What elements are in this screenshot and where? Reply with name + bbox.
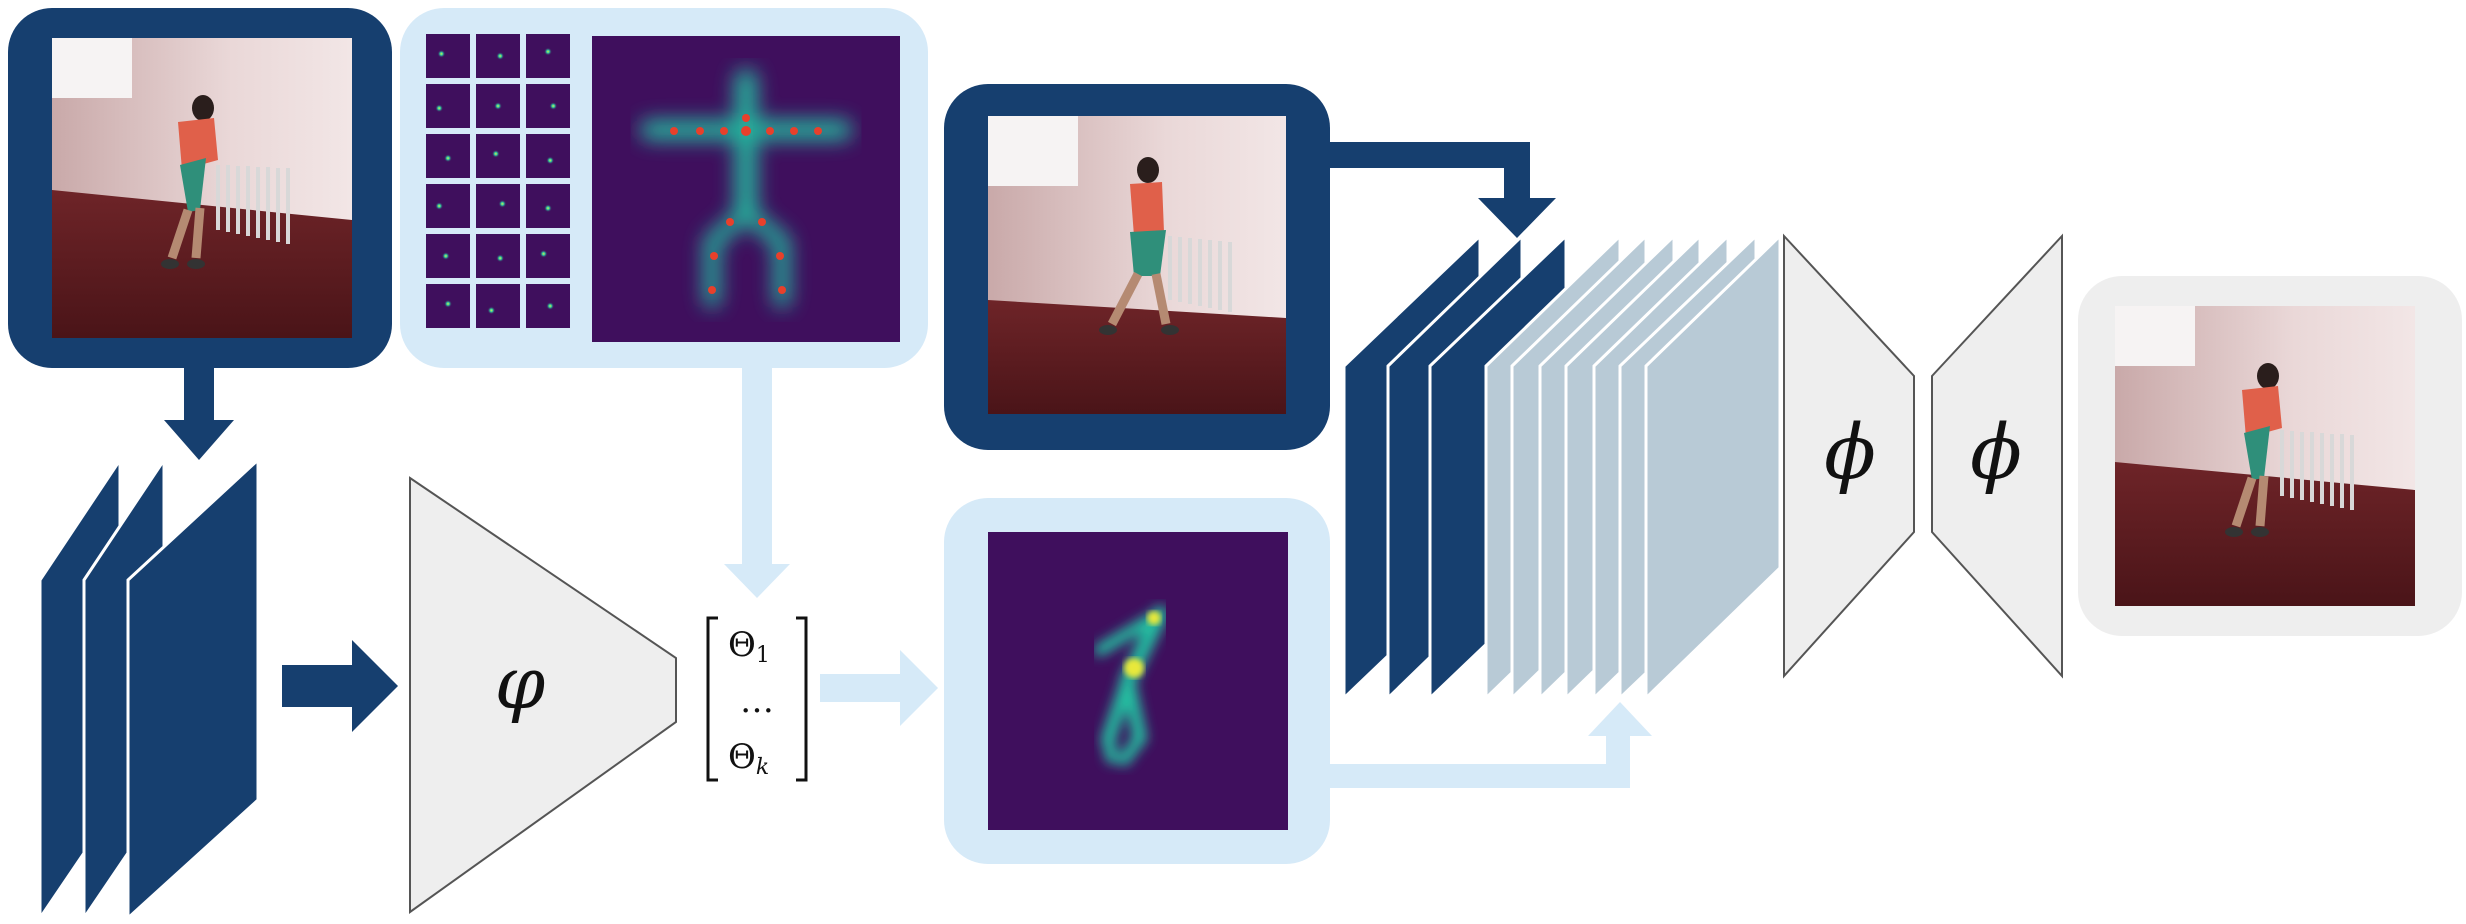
joint-heatmap-cell xyxy=(426,34,470,78)
joint-heatmap-peak xyxy=(496,254,505,263)
encoder-symbol: φ xyxy=(495,641,546,725)
joint-heatmap-cell xyxy=(476,284,520,328)
joint-heatmap-peak xyxy=(546,302,555,310)
joint-heatmap-peak xyxy=(544,47,552,56)
encoder-shape xyxy=(409,476,677,914)
decoder-shape-left xyxy=(1783,233,1915,679)
joint-heatmap-cell xyxy=(526,234,570,278)
rendered-heatmap xyxy=(988,532,1288,830)
theta-first: Θ1 xyxy=(728,625,770,668)
joint-heatmap-peak xyxy=(494,102,502,110)
person-figure-3 xyxy=(2225,363,2282,537)
heatmap-panel xyxy=(400,8,928,368)
encoder: φ xyxy=(409,476,677,914)
joint-heatmap-peak xyxy=(437,49,446,58)
joint-heatmap-peak xyxy=(491,149,500,158)
decoder: ϕ ϕ xyxy=(1783,233,2063,679)
joint-heatmap-peak xyxy=(441,252,450,260)
decoder-symbol-right: ϕ xyxy=(1970,407,2022,496)
target-image-panel xyxy=(944,84,1330,450)
joint-heatmap-peak xyxy=(498,199,507,208)
joint-markers xyxy=(670,114,822,294)
joint-heatmap-peak xyxy=(444,299,452,308)
arrow-input-to-features xyxy=(164,368,234,460)
theta-last: Θk xyxy=(728,737,769,780)
input-image-panel xyxy=(8,8,392,368)
arrow-parameters-to-heatmap xyxy=(820,650,938,726)
joint-heatmap-cell xyxy=(426,184,470,228)
person-figure-2 xyxy=(1099,157,1179,335)
input-feature-stack xyxy=(38,455,260,923)
output-photo xyxy=(2115,306,2415,606)
joint-heatmap-peak xyxy=(444,154,452,163)
joint-heatmap-peak xyxy=(435,202,444,210)
joint-heatmap-peak xyxy=(544,204,552,213)
joint-heatmap-cell xyxy=(426,84,470,128)
input-photo xyxy=(52,38,352,338)
joint-heatmap-cell xyxy=(526,134,570,178)
joint-heatmap-peak xyxy=(539,249,548,258)
rendered-heatmap-panel xyxy=(944,498,1330,864)
joint-heatmap-peak xyxy=(546,156,555,165)
joint-heatmap-cell xyxy=(526,84,570,128)
decoder-symbol-left: ϕ xyxy=(1824,407,1876,496)
heatmap-composite xyxy=(592,36,900,342)
joint-heatmap-peak xyxy=(435,104,444,113)
concatenated-feature-stack xyxy=(1342,232,1782,702)
person-figure-1 xyxy=(161,95,218,269)
parameter-vector: Θ1 … Θk xyxy=(706,616,808,782)
joint-heatmap-cell xyxy=(526,34,570,78)
arrow-heatmap-to-parameters xyxy=(724,368,790,598)
joint-heatmap-peak xyxy=(487,306,496,315)
arrow-heatmap-to-stack xyxy=(1330,702,1652,788)
arrow-to-encoder xyxy=(282,640,398,732)
decoder-shape-right xyxy=(1931,233,2063,679)
joint-heatmap-grid xyxy=(426,34,570,328)
joint-heatmap-cell xyxy=(476,184,520,228)
target-photo xyxy=(988,116,1286,414)
output-image-panel xyxy=(2078,276,2462,636)
joint-heatmap-peak xyxy=(496,52,505,60)
theta-ellipsis: … xyxy=(740,681,774,721)
arrow-target-to-stack xyxy=(1330,142,1556,238)
joint-heatmap-peak xyxy=(549,102,558,110)
